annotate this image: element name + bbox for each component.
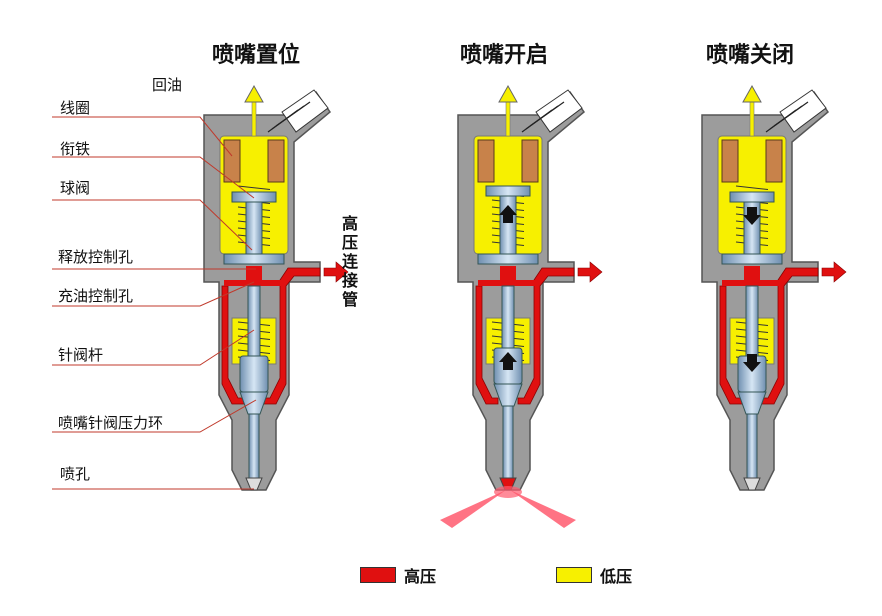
high-pressure-channel-left [475,285,499,405]
title-nozzle-reset: 喷嘴置位 [212,43,301,68]
injector-open [440,84,603,528]
leader-line [52,329,255,366]
armature-stem [499,195,517,255]
high-pressure-bridge [478,280,538,286]
leader-line [52,199,253,251]
legend-low-pressure: 低压 [556,563,632,587]
connector-wire [773,101,809,127]
leader-line [52,156,255,199]
armature-stem [245,201,263,261]
high-pressure-inlet-arrow [577,261,603,283]
label-needle-pressure-ring: 喷嘴针阀压力环 [58,414,164,432]
return-oil-arrow [742,84,762,103]
label-nozzle-hole: 喷孔 [60,465,91,483]
valve-plate [223,253,285,265]
injector-close [701,84,847,491]
needle-shaft [248,413,260,479]
fuel-spray-right [510,490,576,528]
needle-piston [239,355,269,393]
coil-left [223,139,241,183]
fuel-spray-core [494,486,522,498]
armature-disc [729,191,775,203]
needle-pressure-ring [737,391,767,415]
motion-arrow-up-1 [499,352,517,370]
label-return-oil: 回油 [152,76,183,94]
needle-rod [247,285,261,357]
coil-right [267,139,285,183]
connector-box [779,89,827,133]
label-armature: 衔铁 [60,140,91,158]
injector-reset [203,84,349,491]
fuel-spray-left [440,490,506,528]
needle-rod [745,285,759,357]
leader-lines [52,116,257,490]
coil-left [477,139,495,183]
nozzle-hole [245,477,263,491]
return-oil-arrow [244,84,264,103]
coil-left [721,139,739,183]
return-oil-pipe [505,99,511,137]
nozzle-hole [743,477,761,491]
label-release-orifice: 释放控制孔 [58,248,134,266]
return-oil-pipe [749,99,755,137]
valve-plate [477,253,539,265]
return-oil-arrow [498,84,518,103]
valve-plate [721,253,783,265]
label-ball-valve: 球阀 [60,179,91,197]
high-pressure-bridge [224,280,284,286]
coil-right [765,139,783,183]
title-nozzle-close: 喷嘴关闭 [706,43,795,68]
label-fill-orifice: 充油控制孔 [58,287,134,305]
legend-high-swatch [360,567,396,583]
needle-shaft [502,405,514,479]
label-needle-rod: 针阀杆 [58,346,104,364]
label-high-pressure-connection: 高压连接管 [341,214,358,309]
armature-disc [485,185,531,197]
needle-pressure-ring [493,383,523,407]
label-coil: 线圈 [60,99,91,117]
high-pressure-bridge [722,280,782,286]
leader-line [52,399,257,433]
title-nozzle-open: 喷嘴开启 [460,43,549,68]
high-pressure-inlet-arrow [821,261,847,283]
needle-shaft [746,413,758,479]
leader-line [52,116,233,157]
armature-disc [231,191,277,203]
high-pressure-inlet-arrow [323,261,349,283]
legend-low-swatch [556,567,592,583]
motion-arrow-up-0 [499,205,517,223]
motion-arrow-down-1 [743,354,761,372]
connector-wire [529,101,565,127]
connector-box [535,89,583,133]
needle-rod [501,285,515,349]
connector-wire [275,101,311,127]
legend-high-label: 高压 [404,567,437,586]
leader-line [52,281,255,307]
return-oil-pipe [251,99,257,137]
coil-right [521,139,539,183]
legend-low-label: 低压 [600,567,633,586]
motion-arrow-down-0 [743,207,761,225]
connector-box [281,89,329,133]
legend-high-pressure: 高压 [360,563,436,587]
